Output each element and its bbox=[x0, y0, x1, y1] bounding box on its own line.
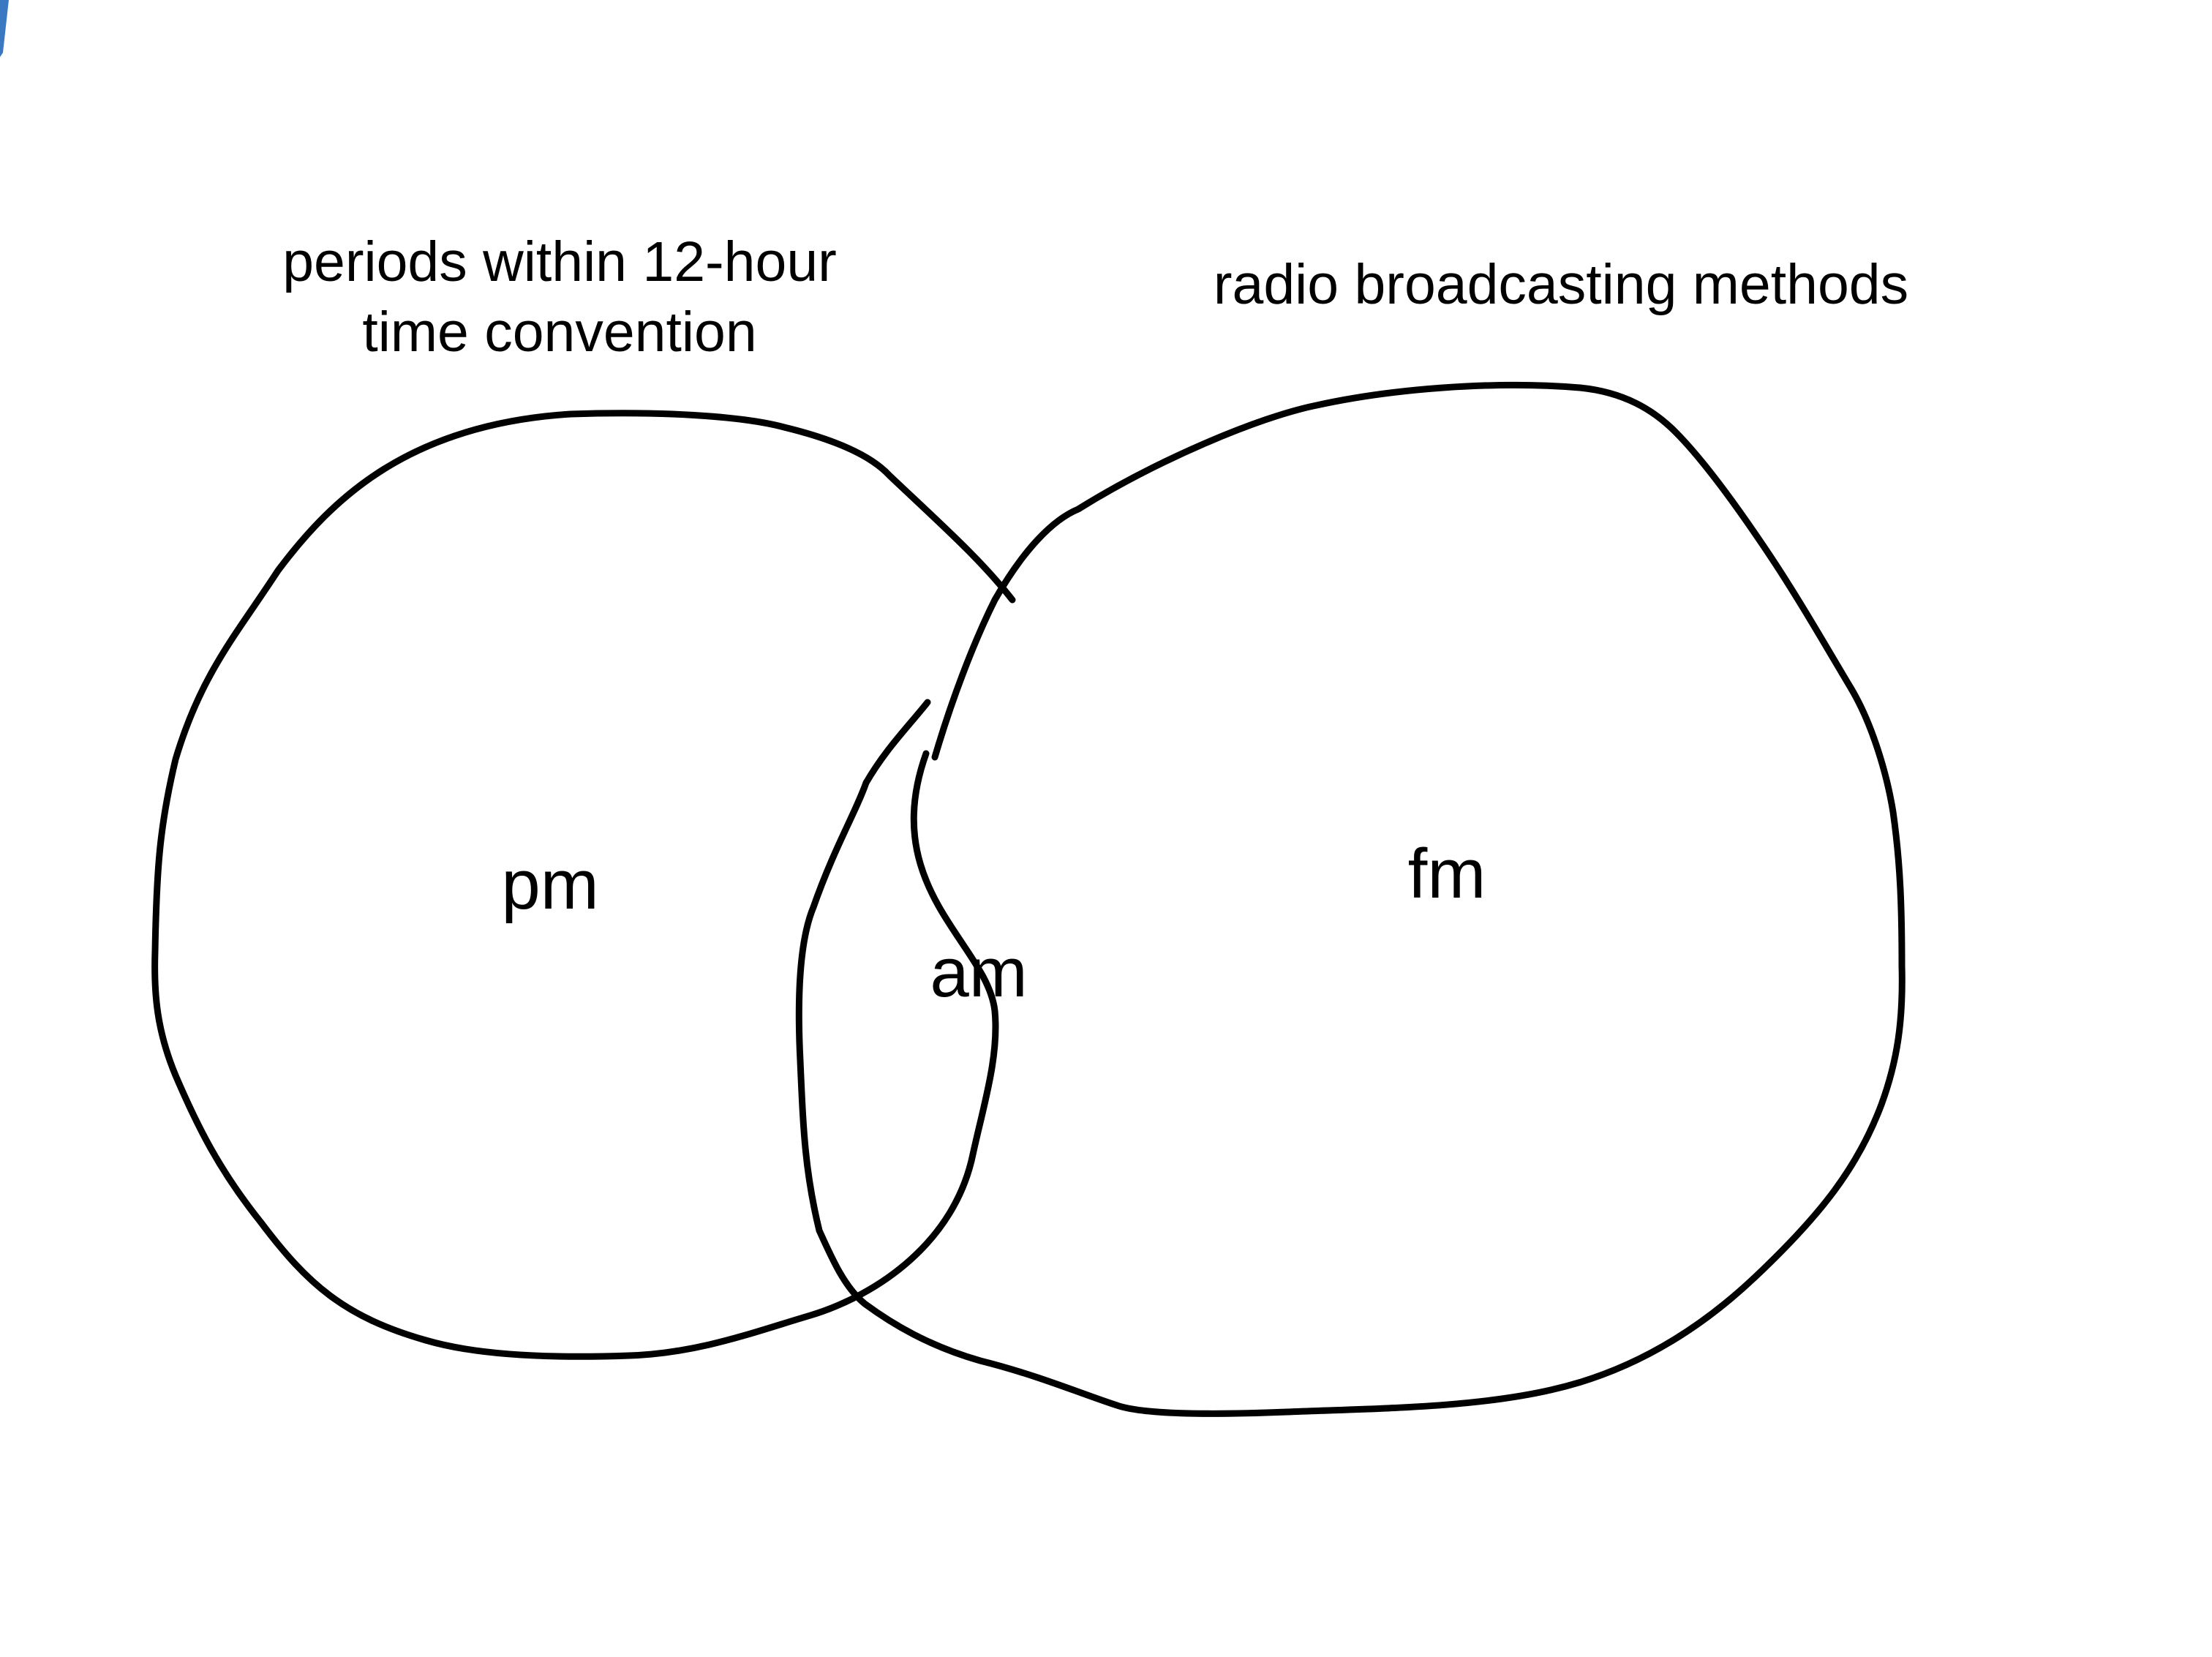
left-set-title-line-1: periods within 12-hour bbox=[282, 230, 837, 293]
left-set-outline bbox=[151, 410, 1016, 1360]
right-set-title: radio broadcasting methods bbox=[1214, 253, 1908, 316]
left-set-title-line-2: time convention bbox=[362, 301, 756, 364]
intersection-region-label: am bbox=[930, 933, 1027, 1012]
right-set-outline bbox=[795, 381, 1906, 1417]
corner-accent bbox=[0, 0, 9, 57]
right-region-label: fm bbox=[1408, 835, 1486, 913]
left-region-label: pm bbox=[501, 846, 598, 924]
